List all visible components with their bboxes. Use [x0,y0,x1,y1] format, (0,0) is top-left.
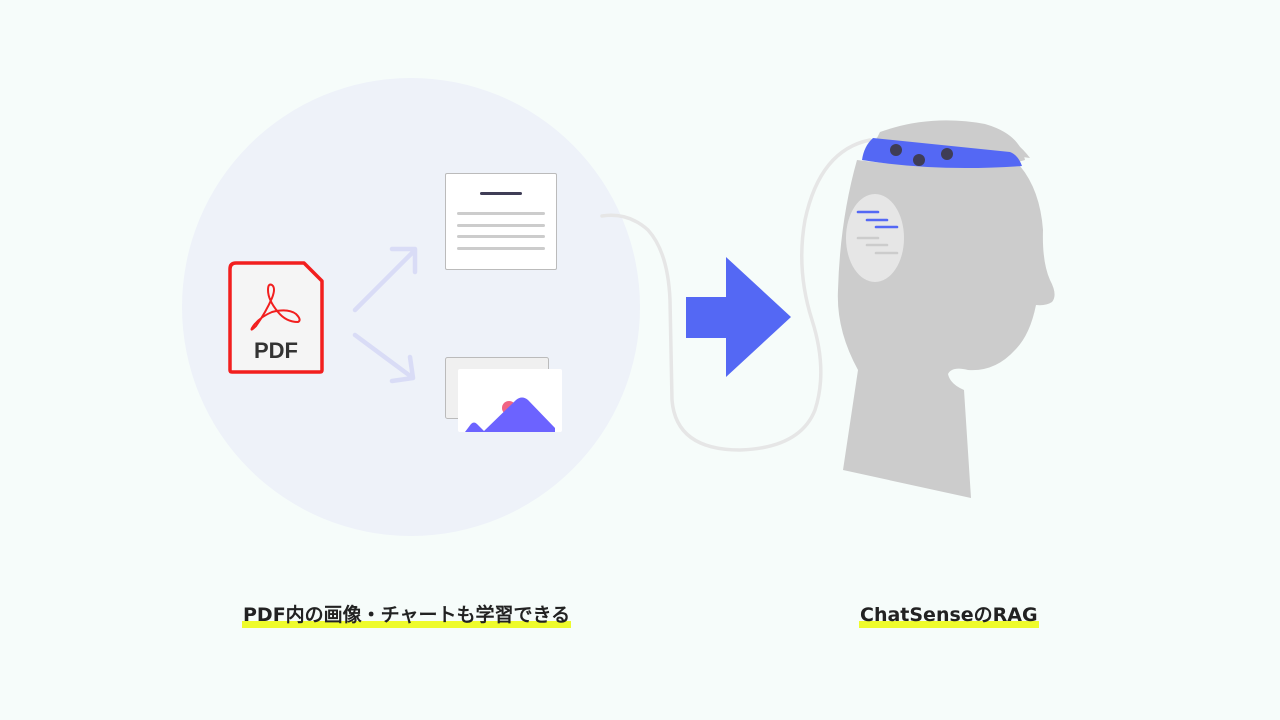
caption-pdf-learning: PDF内の画像・チャートも学習できる [242,603,582,629]
arrow-right-icon [686,257,791,377]
caption-pdf-learning-text: PDF内の画像・チャートも学習できる [242,604,572,628]
cable [600,138,872,452]
pdf-label: PDF [254,338,298,363]
sensor-dot [941,148,953,160]
data-lines-icon [856,210,899,255]
pdf-file-icon: PDF [228,261,324,374]
acrobat-swirl-icon [250,283,301,331]
caption-chatsense-rag-text: ChatSenseのRAG [859,604,1039,628]
robot-head-icon [837,120,1055,498]
image-icon [445,357,562,432]
sensor-dot [913,154,925,166]
caption-chatsense-rag: ChatSenseのRAG [859,603,1039,629]
document-icon [445,173,557,270]
sensor-dot [890,144,902,156]
arrow-down-right-icon [352,332,416,384]
arrow-up-right-icon [352,246,418,313]
split-arrows [352,246,418,384]
